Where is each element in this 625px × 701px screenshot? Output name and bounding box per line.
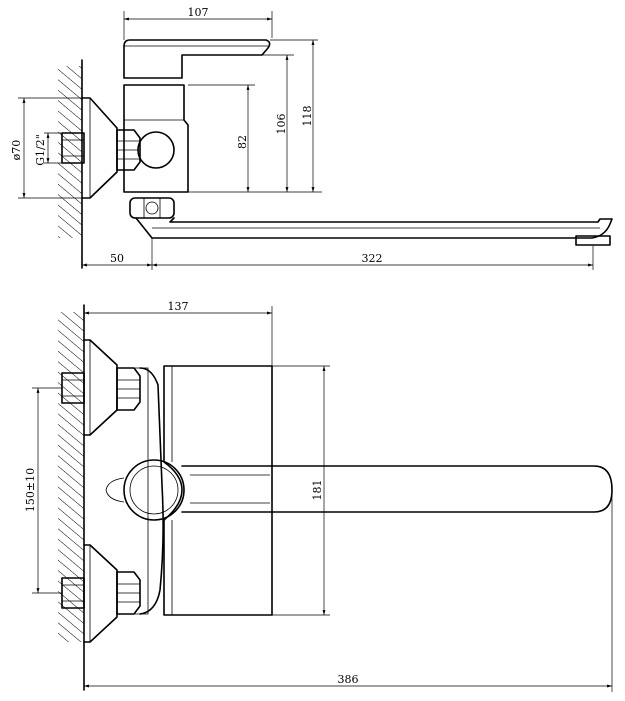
side-lever-handle bbox=[123, 39, 271, 79]
dim-thread: G1/2" bbox=[34, 134, 47, 166]
side-view: 107 82 106 118 ø70 G1/2" 50 322 bbox=[10, 6, 613, 270]
dim-spout-length: 322 bbox=[362, 252, 383, 265]
dim-offset: 50 bbox=[110, 252, 124, 265]
top-escutcheon-lower bbox=[83, 544, 118, 643]
top-mixer-head bbox=[123, 459, 185, 521]
dim-top-view-height: 181 bbox=[311, 480, 324, 501]
dim-diameter: ø70 bbox=[10, 140, 23, 161]
dim-centers: 150±10 bbox=[24, 468, 37, 512]
side-hex-nut bbox=[116, 129, 141, 171]
side-mixer-body bbox=[123, 84, 189, 193]
side-escutcheon bbox=[81, 97, 118, 199]
top-view: 137 150±10 181 386 bbox=[24, 300, 613, 692]
dim-total-length: 386 bbox=[338, 673, 359, 686]
dim-height-118: 118 bbox=[301, 106, 314, 127]
side-inlet-pipe bbox=[61, 132, 85, 164]
top-spout bbox=[181, 465, 613, 513]
side-spout-ring bbox=[129, 197, 175, 219]
dim-top-width: 107 bbox=[188, 6, 209, 19]
dim-height-82: 82 bbox=[236, 135, 249, 149]
side-spout bbox=[135, 217, 613, 239]
side-aerator bbox=[575, 235, 611, 246]
top-escutcheon-upper bbox=[83, 339, 118, 436]
dim-height-106: 106 bbox=[275, 114, 288, 135]
side-body-round bbox=[137, 131, 175, 169]
top-hex-nut-lower bbox=[116, 571, 141, 615]
dim-top-view-width: 137 bbox=[168, 300, 189, 313]
top-body-bar bbox=[139, 367, 164, 615]
top-lever-handle bbox=[163, 365, 273, 616]
